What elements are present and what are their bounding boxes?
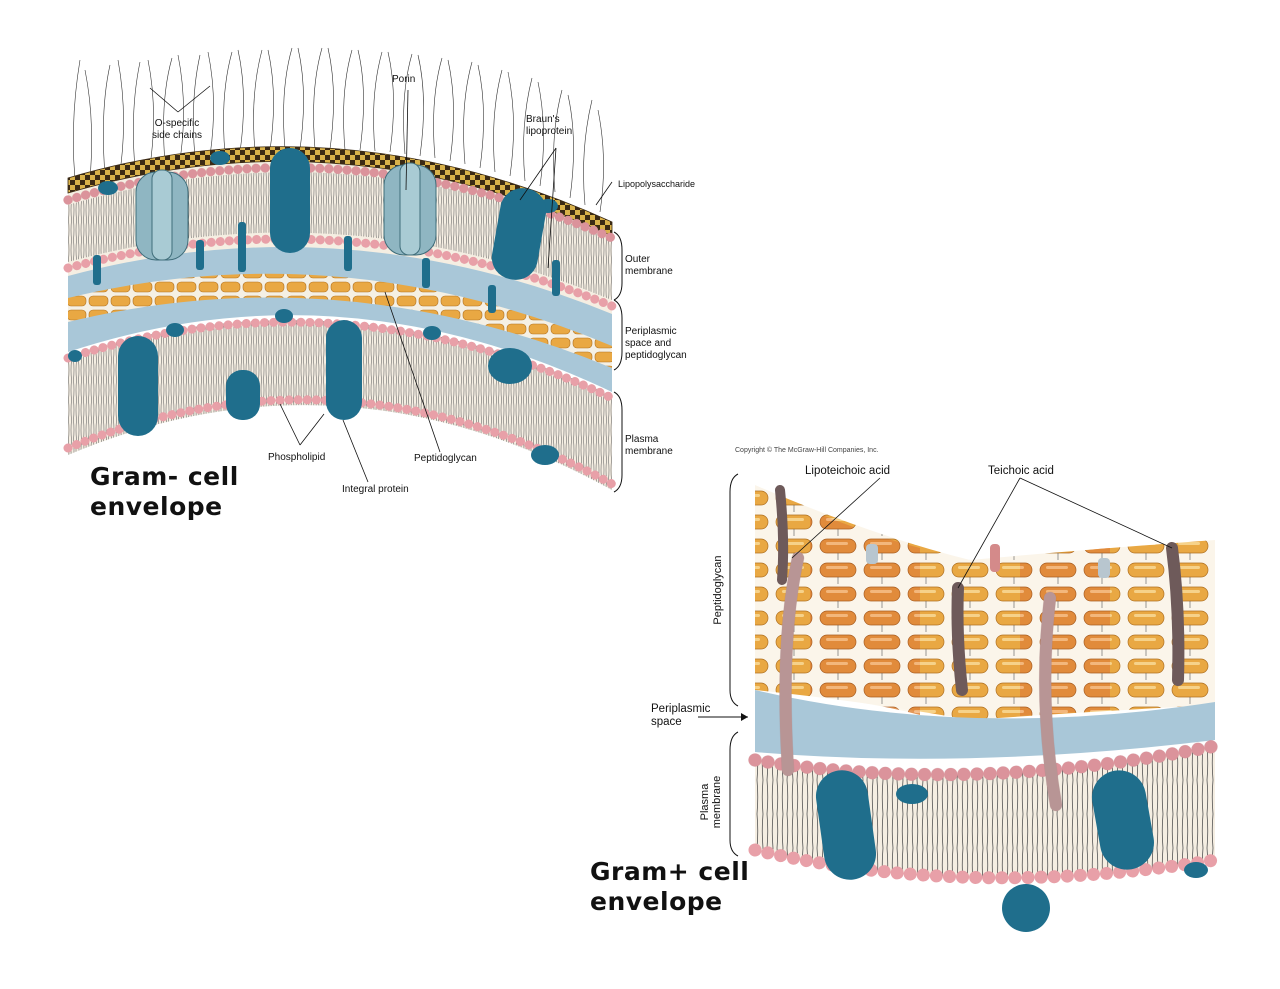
label-plasma-membrane-vertical: Plasma membrane <box>699 775 723 829</box>
label-lipoteichoic-acid: Lipoteichoic acid <box>805 465 891 477</box>
label-lipopolysaccharide: Lipopolysaccharide <box>618 179 696 189</box>
o-specific-side-chains <box>73 47 604 213</box>
lipoteichoic-acid-rods <box>779 551 1063 812</box>
teichoic-acid-rods <box>775 485 1185 696</box>
label-teichoic-acid: Teichoic acid <box>988 465 1054 477</box>
label-outer-membrane: Outer membrane <box>625 254 673 277</box>
periplasmic-space-band <box>755 690 1215 759</box>
label-o-specific-side-chains: O-specific side chains <box>152 118 203 141</box>
label-plasma-membrane: Plasma membrane <box>625 434 673 457</box>
label-peptidoglycan: Peptidoglycan <box>414 453 477 464</box>
gram-negative-diagram <box>63 47 623 493</box>
label-phospholipid: Phospholipid <box>268 452 326 463</box>
label-periplasmic-space: Periplasmic space <box>651 703 711 728</box>
membrane-proteins <box>815 770 1208 932</box>
label-porin: Porin <box>392 74 416 85</box>
gram-negative-caption: Gram- cell envelope <box>90 462 239 521</box>
porin-proteins <box>135 162 437 261</box>
gram-positive-caption: Gram+ cell envelope <box>590 857 750 916</box>
gram-positive-diagram <box>698 473 1222 932</box>
label-integral-protein: Integral protein <box>342 484 409 495</box>
label-brauns-lipoprotein: Braun's lipoprotein <box>526 114 573 137</box>
copyright-notice: Copyright © The McGraw-Hill Companies, I… <box>735 447 879 454</box>
label-periplasmic-space-peptidoglycan: Periplasmic space and peptidoglycan <box>625 326 687 361</box>
label-peptidoglycan-vertical: Peptidoglycan <box>712 555 724 625</box>
integral-proteins <box>118 148 547 436</box>
peptidoglycan-layer <box>68 273 612 368</box>
